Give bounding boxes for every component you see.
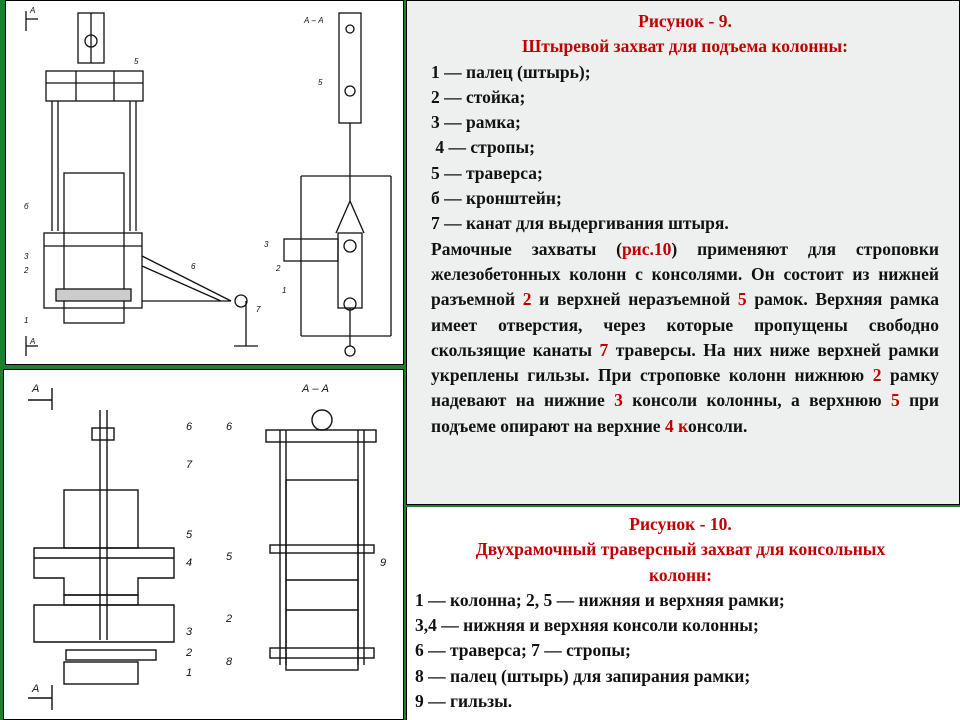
fig10-n6: 6: [186, 421, 193, 433]
figure-9-svg: А А А – А 5 5 б 4 — стропы; 3 2 6 7 1 3 …: [23, 6, 392, 357]
figure-10-reference-link: рис.10: [621, 238, 672, 259]
figure-10-item-4: 8 — палец (штырь) для запирания рамки;: [415, 665, 751, 686]
fig9-num5-right: 5: [318, 78, 323, 87]
fig10-n7: 7: [186, 459, 193, 471]
figure-9-item-1: 1 — палец (штырь);: [431, 61, 591, 82]
fig10-label-a-top: А: [31, 383, 39, 395]
fig10-n3: 3: [186, 626, 193, 638]
figure-10-svg: А А А – А 6 7 5 4 3 2 1 6 5 9 2 8: [28, 383, 386, 710]
figure-9-title: Рисунок - 9.: [638, 11, 732, 31]
fig9-label-a-top: А: [29, 6, 35, 15]
fig9-num6: 6: [191, 262, 196, 271]
figure-9-text-panel: Рисунок - 9. Штыревой захват для подъема…: [406, 0, 960, 505]
fig9-num5: 5: [134, 57, 139, 66]
fig10-n5: 5: [186, 529, 193, 541]
figure-10-subtitle-line2: колонн:: [649, 564, 712, 585]
figure-9-item-2: 2 — стойка;: [431, 86, 526, 107]
fig9-num6b: б: [24, 202, 29, 211]
fig10-n6-right: 6: [226, 421, 233, 433]
fig9-label-a-bottom: А: [29, 337, 35, 346]
fig9-num2-right: 2: [275, 264, 281, 273]
fig10-n4: 4: [186, 557, 192, 569]
fig10-n8: 8: [226, 656, 233, 668]
figure-9-item-7: 7 — канат для выдергивания штыря.: [431, 213, 729, 234]
figure-10-item-3: 6 — траверса; 7 — стропы;: [415, 640, 631, 661]
fig9-num2: 2: [23, 266, 29, 275]
fig10-n2: 2: [185, 647, 192, 659]
fig9-label-aa: А – А: [303, 16, 324, 25]
figure-9-item-3: 3 — рамка;: [431, 112, 521, 133]
fig9-num7: 7: [256, 305, 261, 314]
fig9-num1-right: 1: [282, 286, 286, 295]
figure-10-subtitle-line1: Двухрамочный траверсный захват для консо…: [475, 539, 886, 560]
figure-9-item-5: 5 — траверса;: [431, 162, 543, 183]
fig9-num3: 3: [24, 252, 29, 261]
figure-10-item-5: 9 — гильзы.: [415, 691, 513, 712]
figure-10-drawing: А А А – А 6 7 5 4 3 2 1 6 5 9 2 8: [3, 369, 404, 720]
figure-9-item-4: 4 — стропы;: [431, 137, 536, 158]
figure-9-drawing: А А А – А 5 5 б 4 — стропы; 3 2 6 7 1 3 …: [5, 0, 404, 365]
frame-grips-paragraph: Рамочные захваты (рис.10) применяют для …: [431, 238, 940, 436]
fig9-num3-right: 3: [264, 240, 269, 249]
figure-10-text-panel: Рисунок - 10. Двухрамочный траверсный за…: [406, 507, 960, 720]
fig10-n9: 9: [380, 557, 386, 569]
fig10-n1: 1: [186, 667, 192, 679]
fig10-label-aa: А – А: [301, 383, 329, 395]
figure-9-subtitle: Штыревой захват для подъема колонны:: [522, 36, 848, 57]
figure-10-item-1: 1 — колонна; 2, 5 — нижняя и верхняя рам…: [415, 589, 785, 610]
fig10-n2-right: 2: [225, 613, 232, 625]
fig10-label-a-bottom: А: [31, 683, 39, 695]
fig9-num1: 1: [24, 316, 28, 325]
fig10-n5-right: 5: [226, 551, 233, 563]
figure-9-item-6: б — кронштейн;: [431, 188, 562, 209]
figure-10-title: Рисунок - 10.: [629, 514, 732, 534]
figure-10-item-2: 3,4 — нижняя и верхняя консоли колонны;: [415, 615, 759, 636]
